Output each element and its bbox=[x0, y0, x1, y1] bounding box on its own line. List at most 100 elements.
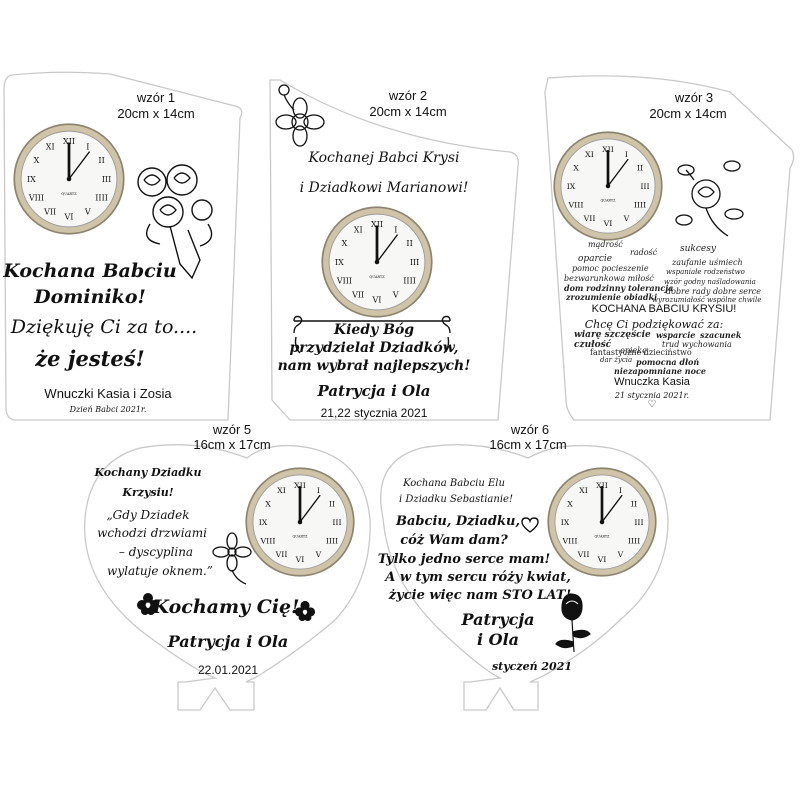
signature: Wnuczki Kasia i Zosia bbox=[44, 386, 172, 401]
clock-numeral: VII bbox=[577, 550, 590, 559]
thanks-line-2: że jesteś! bbox=[35, 346, 145, 371]
thanks-line: Chcę Ci podziękować za: bbox=[584, 318, 724, 331]
clock-numeral: V bbox=[315, 550, 322, 559]
word-cloud-item: trud wychowania bbox=[662, 340, 732, 349]
quote-line-3: – dyscyplina bbox=[118, 545, 194, 559]
poem-line-3: Tylko jedno serce mam! bbox=[377, 552, 551, 567]
clock-numeral: VI bbox=[597, 555, 607, 564]
clock-numeral: VIII bbox=[260, 536, 276, 545]
word-cloud-item: dobre rady dobre serce bbox=[666, 287, 761, 296]
date: 21,22 stycznia 2021 bbox=[320, 406, 428, 420]
clock-brand: QUARTZ bbox=[601, 199, 617, 203]
quote-line-3: nam wybrał najlepszych! bbox=[277, 358, 471, 374]
clock-numeral: V bbox=[392, 290, 399, 299]
date: 22.01.2021 bbox=[197, 663, 259, 677]
word-cloud-item: fantastyczne dzieciństwo bbox=[590, 348, 692, 357]
clock-numeral: IX bbox=[27, 175, 36, 184]
date: Dzień Babci 2021r. bbox=[69, 405, 147, 414]
greeting-line-1: Kochana Babciu Elu bbox=[403, 478, 505, 489]
signature: Patrycja i Ola bbox=[167, 632, 289, 651]
clock-numeral: XI bbox=[277, 486, 286, 495]
clock-numeral: VII bbox=[275, 550, 288, 559]
flower-icon bbox=[137, 593, 159, 615]
word-cloud-item: pomoc pocieszenie bbox=[572, 264, 649, 273]
signature: Wnuczka Kasia bbox=[614, 376, 690, 388]
love-line: Kochamy Cię! bbox=[152, 596, 300, 618]
model-label-1: wzór 1 bbox=[136, 90, 176, 105]
clock-numeral: III bbox=[410, 258, 419, 267]
model-label-3: wzór 3 bbox=[674, 90, 714, 105]
clock-numeral: X bbox=[265, 499, 271, 508]
size-label-6: 16cm x 17cm bbox=[489, 437, 567, 452]
clock-numeral: XII bbox=[596, 481, 608, 490]
date: styczeń 2021 bbox=[491, 660, 573, 673]
clock-numeral: V bbox=[84, 207, 91, 216]
quote-line-2: wchodzi drzwiami bbox=[97, 526, 207, 540]
clock-numeral: VII bbox=[351, 290, 364, 299]
clock-numeral: I bbox=[86, 142, 89, 151]
clock-numeral: XI bbox=[354, 225, 363, 234]
word-cloud-item: dom rodzinny tolerancja bbox=[564, 283, 674, 293]
clock-numeral: XI bbox=[46, 142, 55, 151]
rose-icon bbox=[555, 593, 591, 653]
quote-line-2: przydzielał Dziadków, bbox=[289, 340, 459, 356]
clock-numeral: III bbox=[332, 518, 341, 527]
clock-numeral: VI bbox=[295, 555, 305, 564]
word-cloud-item: radość bbox=[630, 248, 658, 257]
word-cloud-item: wiarę szczęście bbox=[574, 330, 651, 340]
clock-numeral: X bbox=[34, 156, 40, 165]
flower-icon bbox=[294, 600, 316, 622]
clock-numeral: VI bbox=[372, 295, 382, 304]
clock-numeral: IX bbox=[335, 258, 344, 267]
size-label-2: 20cm x 14cm bbox=[369, 104, 447, 119]
signature-line-2: i Ola bbox=[476, 630, 520, 649]
word-cloud-item: wyrozumiałość wspólne chwile bbox=[652, 296, 762, 304]
clock-numeral: VIII bbox=[336, 277, 352, 286]
word-cloud-item: niezapomniane noce bbox=[614, 366, 706, 376]
greeting-line-2: i Dziadku Sebastianie! bbox=[399, 494, 513, 505]
clock-brand: QUARTZ bbox=[61, 192, 77, 196]
size-label-1: 20cm x 14cm bbox=[117, 106, 195, 121]
clock-numeral: I bbox=[625, 150, 628, 159]
clock-numeral: IIII bbox=[326, 536, 338, 545]
clock-numeral: IX bbox=[567, 182, 576, 191]
word-cloud-item: zaufanie uśmiech bbox=[672, 258, 743, 267]
rose-icon bbox=[675, 160, 744, 237]
quote-line-1: Kiedy Bóg bbox=[333, 322, 415, 338]
clock-numeral: XII bbox=[294, 481, 306, 490]
clock-numeral: VIII bbox=[562, 536, 578, 545]
clock-numeral: I bbox=[394, 225, 397, 234]
poem-line-4: A w tym sercu róży kwiat, bbox=[385, 570, 571, 585]
clock-numeral: II bbox=[406, 239, 412, 248]
clock-numeral: III bbox=[634, 518, 643, 527]
clock-numeral: IIII bbox=[403, 277, 416, 286]
clock-numeral: X bbox=[573, 163, 579, 172]
clock-numeral: I bbox=[619, 486, 622, 495]
rose-bouquet-icon bbox=[137, 164, 213, 280]
clock-numeral: II bbox=[329, 499, 335, 508]
date: 21 stycznia 2021r. bbox=[614, 391, 690, 400]
greeting-line-2: i Dziadkowi Marianowi! bbox=[299, 180, 469, 196]
clock-numeral: XI bbox=[579, 486, 588, 495]
flower-icon bbox=[275, 84, 325, 147]
poem-line-1: Babciu, Dziadku, bbox=[396, 514, 520, 529]
word-cloud-item: wspaniałe rodzeństwo bbox=[666, 268, 745, 276]
clock-numeral: V bbox=[623, 214, 630, 223]
word-cloud-item: mądrość bbox=[588, 240, 623, 249]
clock-numeral: XI bbox=[585, 150, 594, 159]
poem-line-5: życie więc nam STO LAT! bbox=[388, 588, 572, 603]
word-cloud-item: wsparcie bbox=[656, 330, 696, 340]
greeting-line-1: Kochanej Babci Krysi bbox=[308, 150, 460, 166]
heart-outline-icon: ♡ bbox=[647, 399, 657, 410]
signature-line-1: Patrycja bbox=[461, 610, 535, 629]
clock-numeral: IX bbox=[259, 518, 268, 527]
clock-numeral: III bbox=[102, 175, 111, 184]
headline: KOCHANA BABCIU KRYSIU! bbox=[591, 303, 737, 315]
